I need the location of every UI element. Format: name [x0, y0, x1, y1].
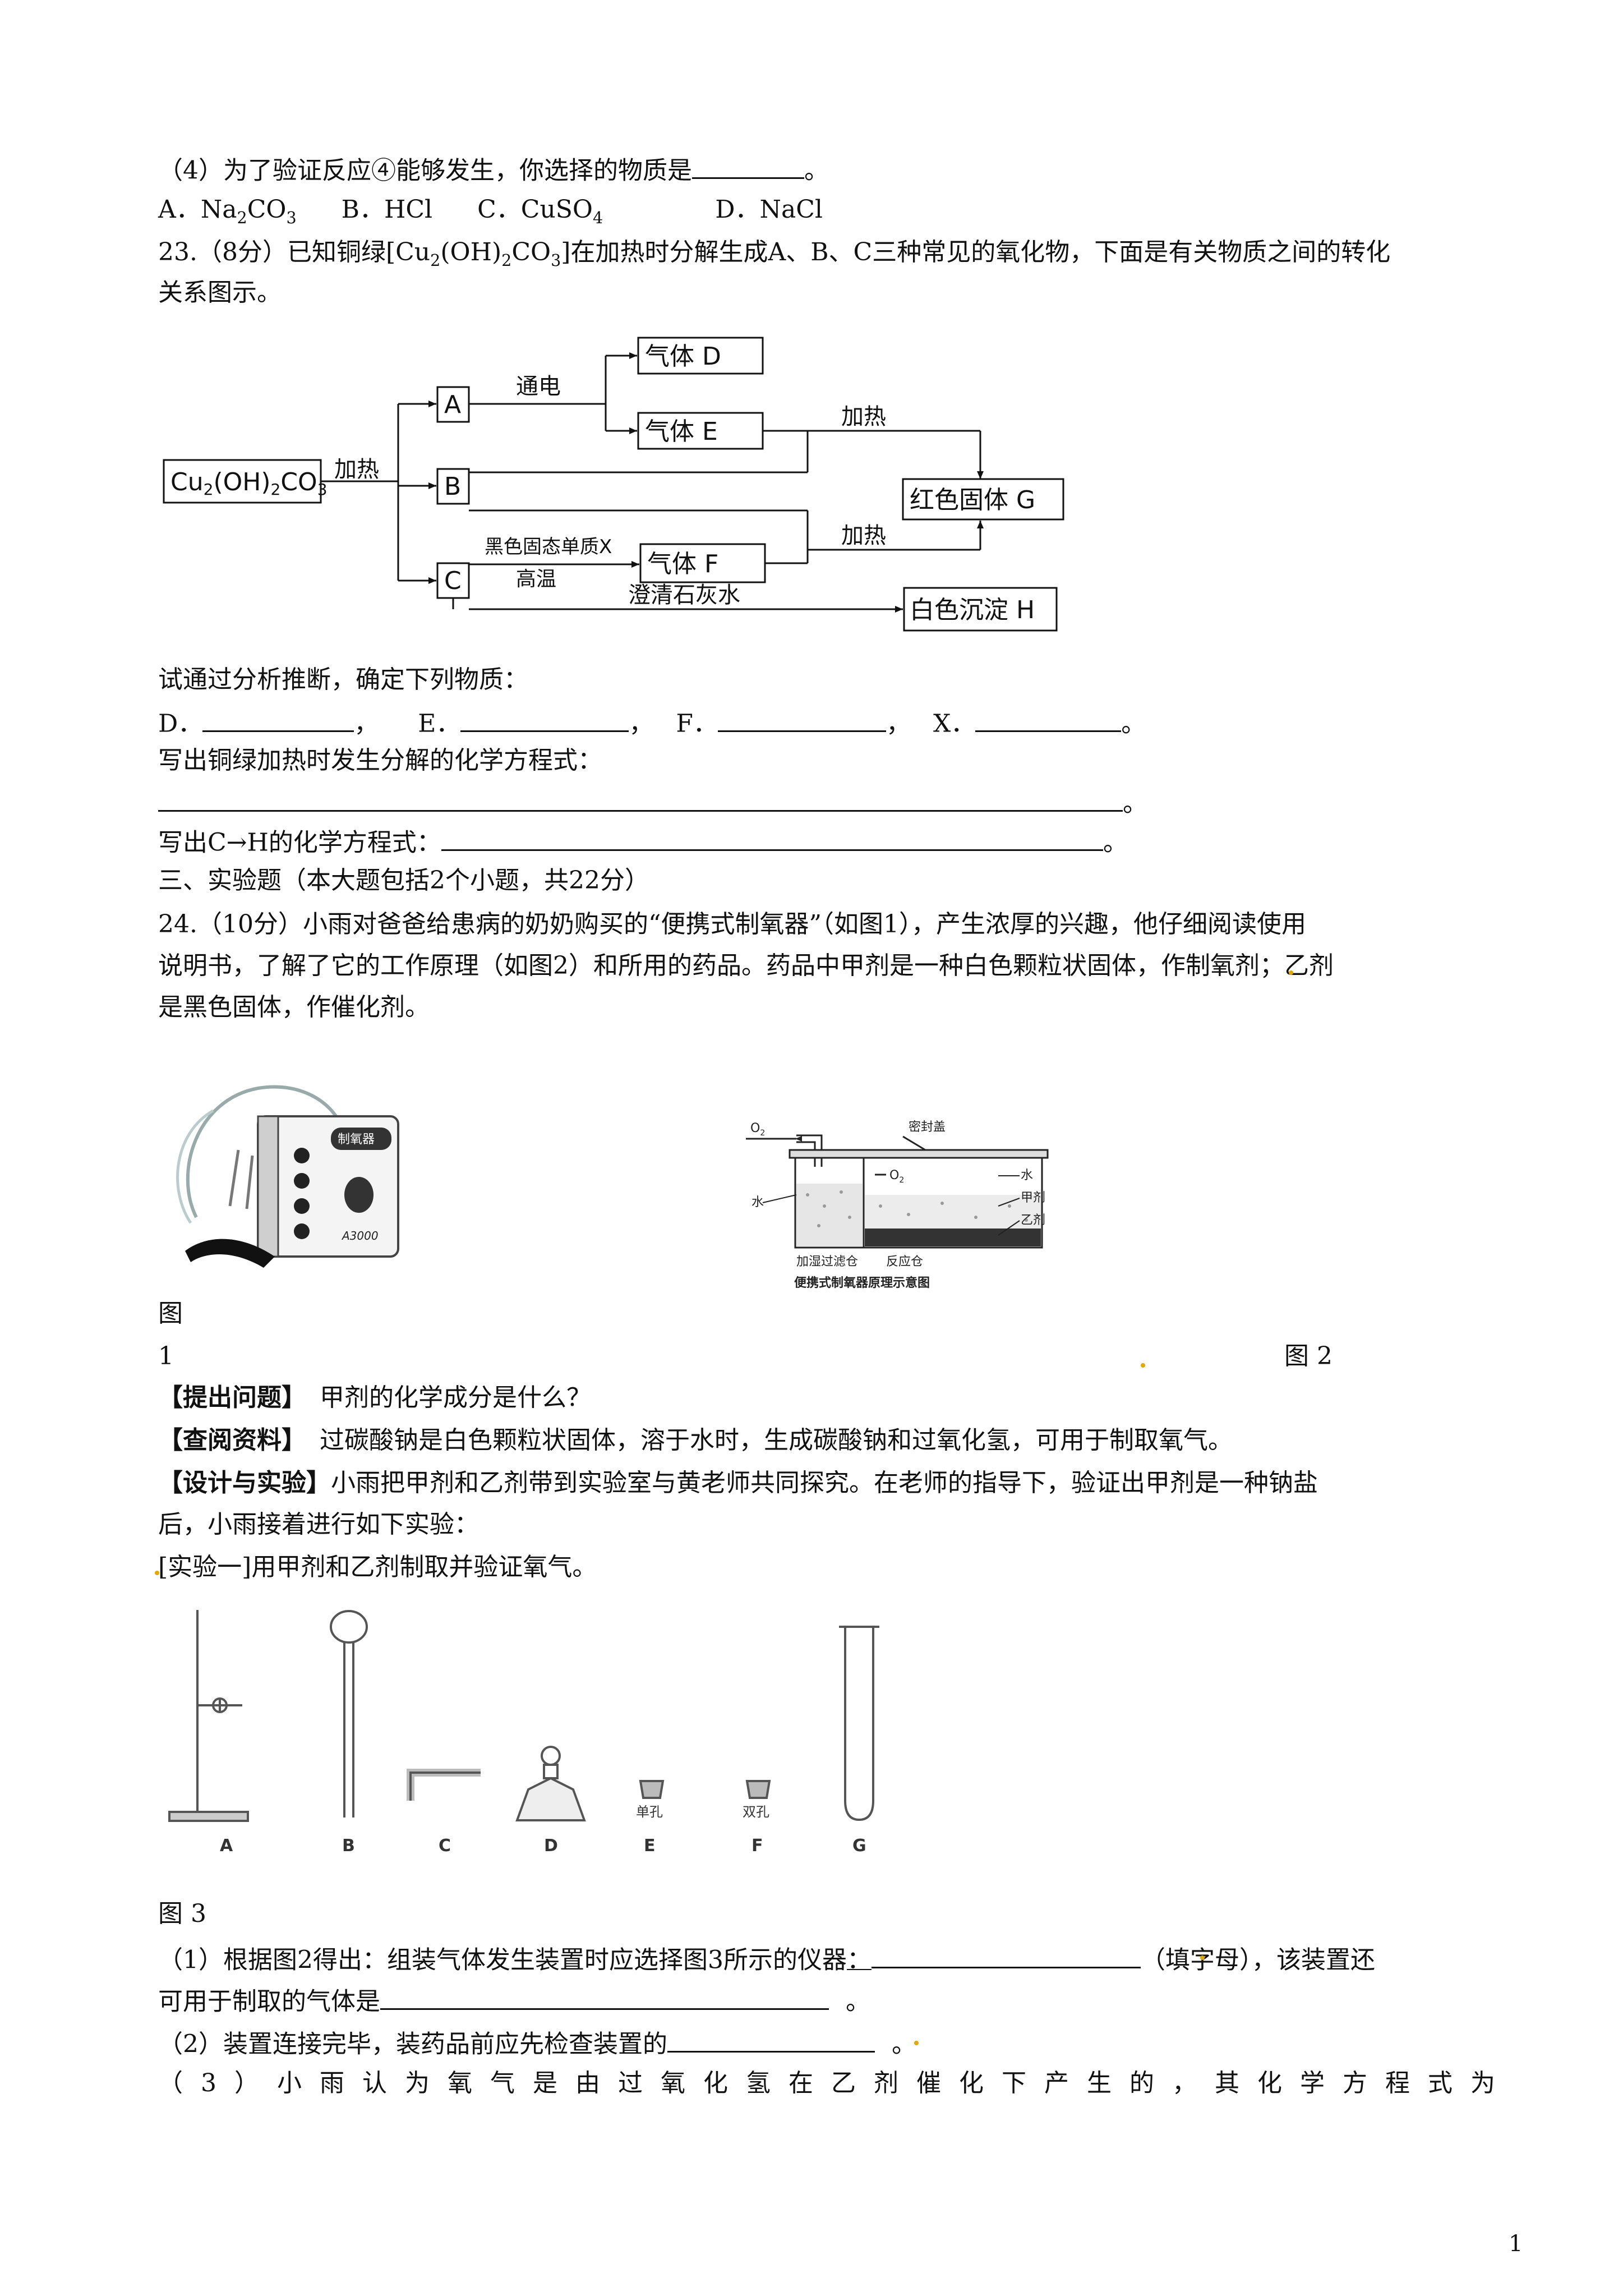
label-black-solid-x: 黑色固态单质X	[485, 536, 612, 558]
box-node-b	[436, 468, 470, 505]
q24-intro-3: 是黑色固体，作催化剂。	[158, 993, 430, 1022]
label-node-a: A	[444, 390, 461, 419]
section3-heading: 三、实验题（本大题包括2个小题，共22分）	[158, 866, 649, 895]
label-electrolysis: 通电	[516, 374, 561, 399]
label-white-precipitate-h: 白色沉淀 H	[910, 596, 1035, 624]
q23-answers-row: D．，E．，F．，X．。	[158, 708, 1146, 737]
label-start: Cu2(OH)2CO3	[170, 468, 328, 499]
fig1-label-a: 图	[158, 1299, 183, 1328]
app-label-c: C	[439, 1836, 451, 1856]
stopper-single-label: 单孔	[636, 1804, 663, 1820]
blank-eq1[interactable]	[158, 788, 1123, 812]
stopper-double-label: 双孔	[743, 1804, 769, 1820]
q23-intro-line2: 关系图示。	[158, 278, 282, 307]
fig2-cap-reactor: 反应仓	[886, 1255, 923, 1269]
q24-sub1-line2: 可用于制取的气体是。	[158, 1986, 870, 2014]
fig2-label: 图 2	[1284, 1342, 1332, 1370]
q23-intro: 23.（8分）已知铜绿[Cu2(OH)2CO3]在加热时分解生成A、B、C三种常…	[158, 238, 1391, 270]
label-node-b: B	[444, 472, 461, 501]
box-white-precipitate-h	[903, 587, 1058, 632]
q24-sub3: （3）小雨认为氧气是由过氧化氢在乙剂催化下产生的，其化学方程式为	[158, 2069, 1513, 2097]
label-heat-1: 加热	[334, 457, 379, 482]
q23-conversion-diagram: Cu2(OH)2CO3 加热 A B C 通电 气体 D 气体 E 加热 红色固…	[163, 337, 1064, 632]
fig2-water-left: 水	[751, 1195, 764, 1209]
box-red-solid-g	[902, 478, 1064, 521]
label-heat-3: 加热	[841, 523, 886, 549]
blank-sub2[interactable]	[667, 2028, 875, 2053]
blank-f[interactable]	[717, 708, 886, 732]
fig2-o2-inner: O2	[889, 1168, 904, 1185]
app-label-e: E	[644, 1836, 656, 1856]
scan-dot	[914, 2041, 919, 2045]
label-node-c: C	[444, 567, 462, 595]
q23-infer: 试通过分析推断，确定下列物质：	[158, 665, 528, 694]
label-high-temp: 高温	[516, 568, 556, 591]
fig2-o2-outlet: O2	[750, 1121, 765, 1138]
label-red-solid-g: 红色固体 G	[910, 486, 1035, 514]
app-label-d: D	[544, 1836, 558, 1856]
box-gas-d	[637, 337, 764, 375]
device-brand: 制氧器	[338, 1133, 375, 1147]
q24-sub2: （2）装置连接完毕，装药品前应先检查装置的。	[158, 2028, 916, 2057]
fig3-apparatus: 单孔 双孔 A B C D E F G	[168, 1610, 879, 1856]
q24-reference: 【查阅资料】过碳酸钠是白色颗粒状固体，溶于水时，生成碳酸钠和过氧化氢，可用于制取…	[158, 1426, 1233, 1455]
scan-dot	[1141, 1363, 1145, 1368]
blank-eq2[interactable]	[441, 827, 1103, 851]
blank-x[interactable]	[975, 708, 1122, 732]
blank-sub1-apparatus[interactable]	[871, 1944, 1141, 1968]
label-gas-d: 气体 D	[645, 342, 721, 371]
label-gas-f: 气体 F	[647, 550, 718, 578]
fig3-label: 图 3	[158, 1899, 206, 1928]
fig2-caption: 便携式制氧器原理示意图	[794, 1276, 930, 1290]
app-label-a: A	[220, 1836, 233, 1856]
q24-intro-2: 说明书，了解了它的工作原理（如图2）和所用的药品。药品中甲剂是一种白色颗粒状固体…	[158, 951, 1334, 980]
blank-e[interactable]	[460, 708, 629, 732]
fig2-cap-humidifier: 加湿过滤仓	[796, 1255, 858, 1269]
q24-intro-1: 24.（10分）小雨对爸爸给患病的奶奶购买的“便携式制氧器”（如图1），产生浓厚…	[158, 910, 1306, 938]
scan-dot	[155, 1571, 159, 1575]
scan-dot	[1289, 970, 1293, 975]
fig2-agent-yi: 乙剂	[1021, 1213, 1045, 1227]
app-label-g: G	[852, 1836, 866, 1856]
label-gas-e: 气体 E	[645, 417, 718, 446]
q22-4-stem: （4）为了验证反应④能够发生，你选择的物质是。	[158, 155, 829, 183]
q24-design: 【设计与实验】小雨把甲剂和乙剂带到实验室与黄老师共同探究。在老师的指导下，验证出…	[158, 1469, 1318, 1497]
q23-eq1-line: 。	[158, 788, 1147, 816]
scan-dot	[1200, 1955, 1205, 1960]
page-number: 1	[1509, 2231, 1523, 2257]
q23-eq1-prompt: 写出铜绿加热时发生分解的化学方程式：	[158, 746, 602, 775]
fig1-oxygen-generator-photo: 制氧器 A3000	[176, 1085, 399, 1268]
q22-4-answer-blank[interactable]	[692, 155, 804, 179]
fig2-water-right: 水	[1021, 1168, 1033, 1182]
q24-experiment-1: [实验一]用甲剂和乙剂制取并验证氧气。	[158, 1553, 597, 1581]
q24-question: 【提出问题】甲剂的化学成分是什么？	[158, 1383, 591, 1412]
label-heat-2: 加热	[841, 404, 886, 430]
device-model: A3000	[341, 1229, 379, 1243]
q24-sub1: （1）根据图2得出：组装气体发生装置时应选择图3所示的仪器：（填字母），该装置还	[158, 1944, 1375, 1973]
fig2-agent-jia: 甲剂	[1021, 1191, 1045, 1205]
label-limewater: 澄清石灰水	[628, 582, 740, 608]
blank-sub1-gas[interactable]	[380, 1986, 829, 2010]
q24-design-2: 后，小雨接着进行如下实验：	[158, 1510, 479, 1539]
blank-d[interactable]	[202, 708, 354, 732]
app-label-b: B	[342, 1836, 355, 1856]
q23-eq2: 写出C→H的化学方程式：。	[158, 827, 1128, 855]
app-label-f: F	[751, 1836, 763, 1856]
fig1-label-b: 1	[158, 1342, 174, 1370]
fig2-schematic: O2 密封盖 O2 水 水 甲剂 乙剂 加湿过滤仓 反应仓 便携式制氧器原理示意…	[746, 1120, 1049, 1290]
fig2-lid-label: 密封盖	[909, 1120, 946, 1134]
